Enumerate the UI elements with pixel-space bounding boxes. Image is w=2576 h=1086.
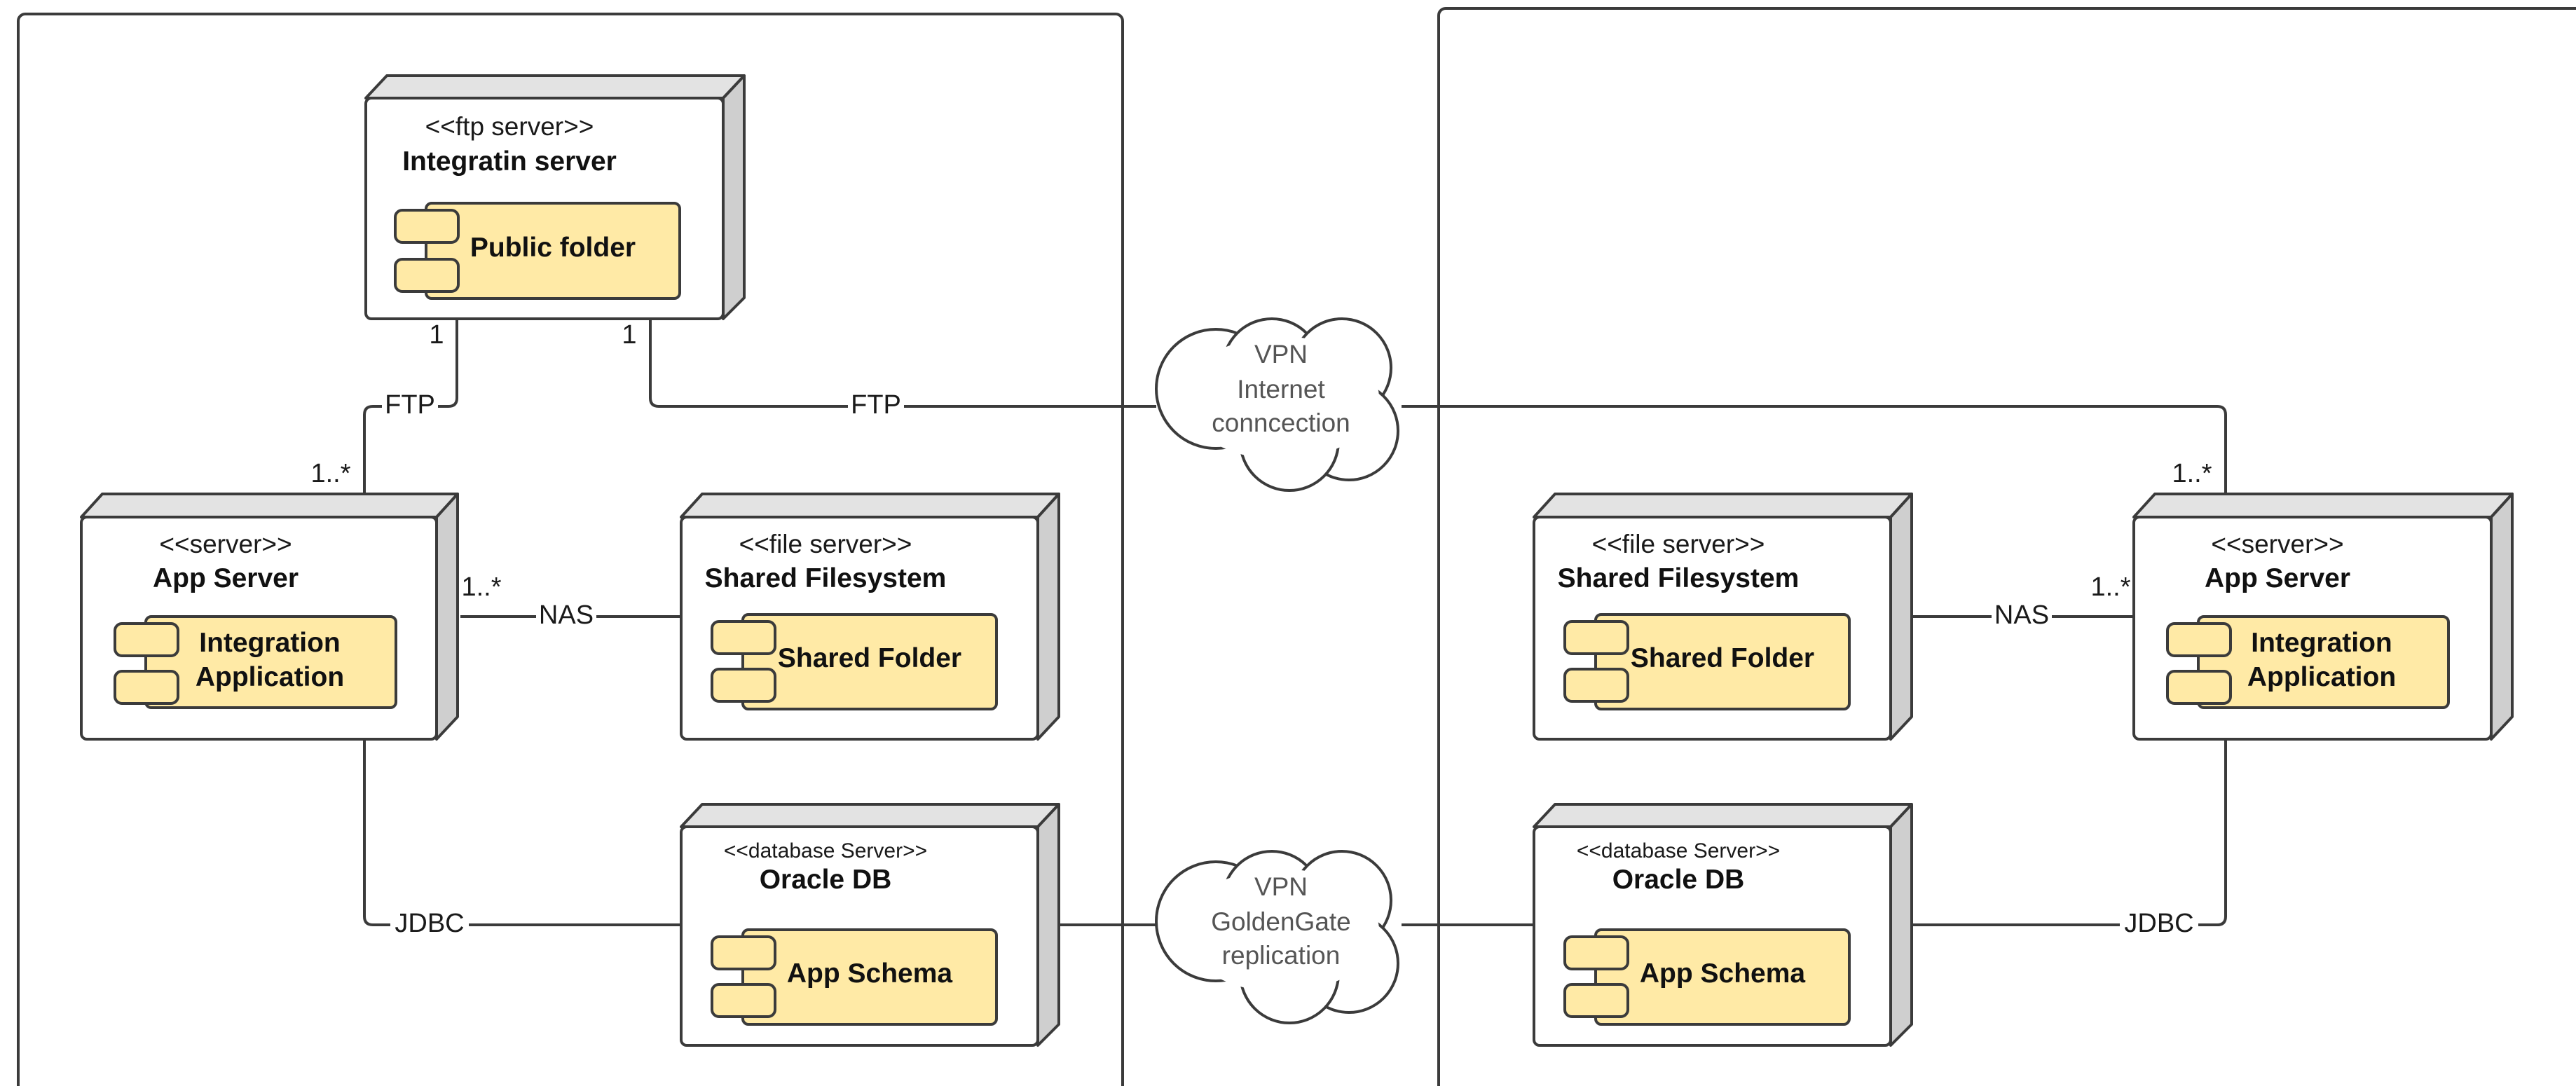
right-environment-frame bbox=[1437, 7, 2576, 1086]
component-label: Application bbox=[196, 662, 344, 692]
cloud-label: replication bbox=[1222, 941, 1341, 970]
component-icon bbox=[711, 668, 776, 703]
ftp-left-source-multiplicity: 1 bbox=[429, 320, 444, 350]
node-stereotype: <<server>> bbox=[2211, 530, 2343, 558]
component-label: Integration bbox=[199, 628, 341, 658]
component-label: Integration bbox=[2251, 628, 2392, 658]
right-app-schema-component[interactable]: App Schema bbox=[1563, 928, 1851, 1026]
left-app-server-node[interactable]: <<server>> App Server Integration Applic… bbox=[80, 493, 459, 741]
public-folder-component[interactable]: Public folder bbox=[394, 202, 681, 300]
ftp-right-target-multiplicity: 1..* bbox=[2172, 459, 2212, 488]
node-stereotype: <<server>> bbox=[159, 530, 292, 558]
component-label: Public folder bbox=[470, 233, 636, 263]
component-icon bbox=[711, 620, 776, 655]
component-icon bbox=[1563, 983, 1629, 1018]
component-icon bbox=[394, 209, 460, 244]
node-stereotype: <<database Server>> bbox=[1577, 839, 1780, 862]
node-title: Shared Filesystem bbox=[1558, 563, 1800, 593]
component-label: App Schema bbox=[1640, 958, 1806, 989]
nas-left-multiplicity: 1..* bbox=[461, 572, 501, 602]
nas-left-label: NAS bbox=[539, 600, 594, 630]
nas-right-label: NAS bbox=[1994, 600, 2049, 630]
left-integration-application-component[interactable]: Integration Application bbox=[114, 615, 397, 709]
right-app-server-node[interactable]: <<server>> App Server Integration Applic… bbox=[2132, 493, 2514, 741]
nas-right-multiplicity: 1..* bbox=[2090, 572, 2130, 602]
ftp-right-label: FTP bbox=[851, 390, 901, 420]
left-environment-frame bbox=[17, 13, 1124, 1086]
component-icon bbox=[1563, 935, 1629, 970]
node-stereotype: <<database Server>> bbox=[724, 839, 927, 862]
left-oracle-db-node[interactable]: <<database Server>> Oracle DB App Schema bbox=[680, 803, 1060, 1047]
ftp-right-connector bbox=[1402, 405, 2227, 494]
right-integration-application-component[interactable]: Integration Application bbox=[2166, 615, 2450, 709]
right-file-server-node[interactable]: <<file server>> Shared Filesystem Shared… bbox=[1533, 493, 1913, 741]
ftp-left-label: FTP bbox=[385, 390, 435, 420]
node-title: Shared Filesystem bbox=[705, 563, 947, 593]
ftp-to-cloud-connector bbox=[649, 319, 1156, 408]
node-stereotype: <<ftp server>> bbox=[425, 112, 594, 141]
component-icon bbox=[2166, 670, 2232, 705]
component-icon bbox=[114, 622, 179, 657]
left-file-server-node[interactable]: <<file server>> Shared Filesystem Shared… bbox=[680, 493, 1060, 741]
component-icon bbox=[711, 983, 776, 1018]
jdbc-left-label: JDBC bbox=[395, 909, 464, 938]
left-app-schema-component[interactable]: App Schema bbox=[711, 928, 998, 1026]
node-title: App Server bbox=[2205, 563, 2350, 593]
vpn-internet-cloud[interactable]: VPN Internet conncection bbox=[1155, 317, 1399, 492]
node-stereotype: <<file server>> bbox=[739, 530, 912, 558]
component-icon bbox=[394, 258, 460, 293]
ftp-right-source-multiplicity: 1 bbox=[622, 320, 636, 350]
cloud-label: VPN bbox=[1254, 872, 1308, 901]
component-icon bbox=[711, 935, 776, 970]
vpn-goldengate-cloud[interactable]: VPN GoldenGate replication bbox=[1155, 850, 1399, 1024]
jdbc-left-connector bbox=[363, 739, 681, 926]
cloud-label: Internet bbox=[1237, 375, 1325, 404]
jdbc-right-label: JDBC bbox=[2124, 909, 2193, 938]
component-label: Shared Folder bbox=[778, 643, 961, 673]
left-shared-folder-component[interactable]: Shared Folder bbox=[711, 613, 998, 710]
node-title: Integratin server bbox=[402, 146, 617, 177]
integration-server-node[interactable]: <<ftp server>> Integratin server Public … bbox=[364, 74, 746, 320]
ftp-left-target-multiplicity: 1..* bbox=[310, 459, 350, 488]
component-icon bbox=[2166, 622, 2232, 657]
component-label: Application bbox=[2247, 662, 2396, 692]
node-stereotype: <<file server>> bbox=[1592, 530, 1765, 558]
jdbc-right-connector bbox=[1913, 739, 2227, 926]
node-title: Oracle DB bbox=[760, 865, 892, 895]
node-title: App Server bbox=[153, 563, 299, 593]
right-shared-folder-component[interactable]: Shared Folder bbox=[1563, 613, 1851, 710]
component-icon bbox=[114, 670, 179, 705]
component-label: App Schema bbox=[787, 958, 953, 989]
cloud-label: GoldenGate bbox=[1211, 907, 1351, 936]
cloud-label: conncection bbox=[1212, 408, 1350, 437]
component-label: Shared Folder bbox=[1631, 643, 1814, 673]
right-oracle-db-node[interactable]: <<database Server>> Oracle DB App Schema bbox=[1533, 803, 1913, 1047]
component-icon bbox=[1563, 668, 1629, 703]
component-icon bbox=[1563, 620, 1629, 655]
node-title: Oracle DB bbox=[1612, 865, 1745, 895]
cloud-label: VPN bbox=[1254, 340, 1308, 369]
